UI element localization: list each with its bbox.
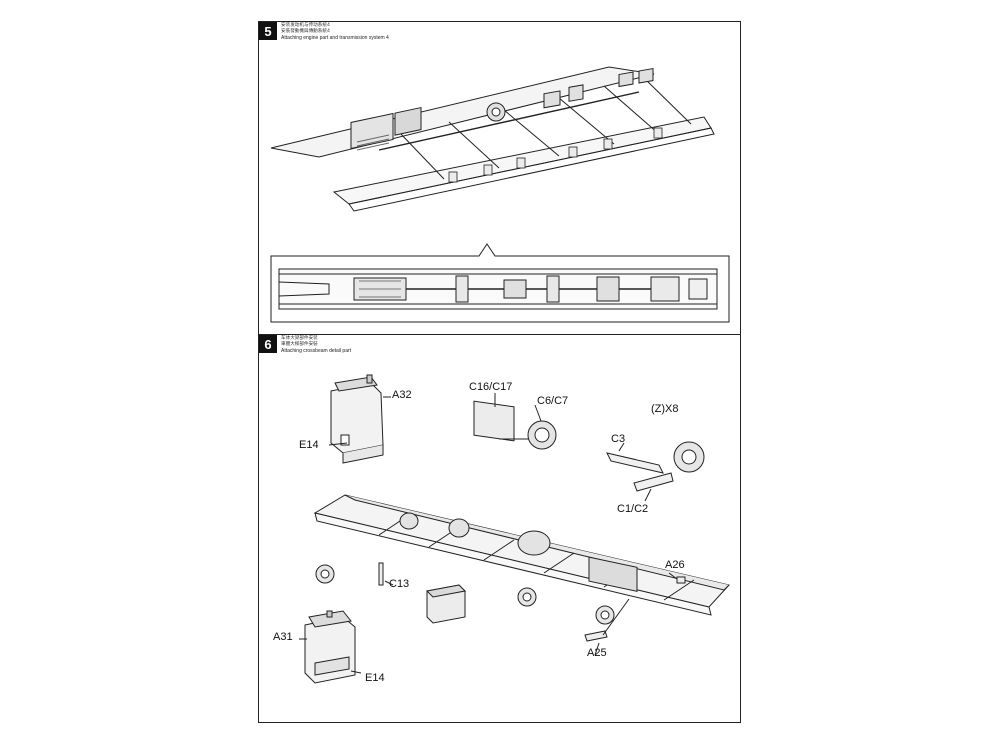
step-5-title-en: Attaching engine part and transmission s… xyxy=(281,35,389,41)
chassis-frame-step6 xyxy=(313,494,730,616)
c13-pin xyxy=(378,562,394,586)
axle-hubs xyxy=(315,564,615,625)
a25-bracket xyxy=(584,598,630,656)
detail-callout xyxy=(270,243,730,323)
step-6-title-cn-1: 车体大梁部件安装 xyxy=(281,336,318,341)
label-a32: A32 xyxy=(392,389,412,401)
chassis-frame-iso xyxy=(270,66,715,212)
engine-block xyxy=(350,106,422,151)
axle-hub-c1-c3-assembly xyxy=(606,441,705,502)
label-c16-c17: C16/C17 xyxy=(469,381,513,393)
label-a31: A31 xyxy=(273,631,293,643)
step-6-title-cn-2: 車體大樑部件安裝 xyxy=(281,342,318,347)
label-e14-top: E14 xyxy=(299,439,319,451)
fuel-tank-a31-assembly xyxy=(299,610,362,684)
chassis-frame-top-view xyxy=(278,268,718,310)
label-c3: C3 xyxy=(611,433,626,445)
transmission-units xyxy=(486,67,654,122)
battery-box xyxy=(425,584,467,624)
step-6-illustration xyxy=(299,374,730,684)
label-a26: A26 xyxy=(665,559,685,571)
step-5-title-cn-1: 安装发动机与传动系统4 xyxy=(281,23,330,28)
step-6-panel: 6 车体大梁部件安装 車體大樑部件安裝 Attaching crossbeam … xyxy=(258,334,741,723)
label-e14-bottom: E14 xyxy=(365,672,385,684)
label-a25: A25 xyxy=(587,647,607,659)
label-c13: C13 xyxy=(389,578,410,590)
label-c1-c2: C1/C2 xyxy=(617,503,649,515)
transfer-case-c6-c16-assembly xyxy=(473,393,557,450)
step-6-header: 车体大梁部件安装 車體大樑部件安裝 Attaching crossbeam de… xyxy=(281,336,351,354)
fuel-tank-a32-assembly xyxy=(328,374,391,464)
a26-bracket xyxy=(668,572,686,584)
step-5-title-cn-2: 安裝發動機與傳動系統4 xyxy=(281,29,330,34)
step-5-illustration xyxy=(270,66,730,323)
spring-hangers xyxy=(448,127,663,183)
step-5-number: 5 xyxy=(259,22,277,40)
step-5-header: 安装发动机与传动系统4 安裝發動機與傳動系統4 Attaching engine… xyxy=(281,23,389,41)
step-6-title-en: Attaching crossbeam detail part xyxy=(281,348,352,354)
step-5-panel: 5 安装发动机与传动系统4 安裝發動機與傳動系統4 Attaching engi… xyxy=(258,21,741,335)
label-c6-c7: C6/C7 xyxy=(537,395,569,407)
step-6-number: 6 xyxy=(259,335,277,353)
label-z-x8: (Z)X8 xyxy=(651,403,679,415)
